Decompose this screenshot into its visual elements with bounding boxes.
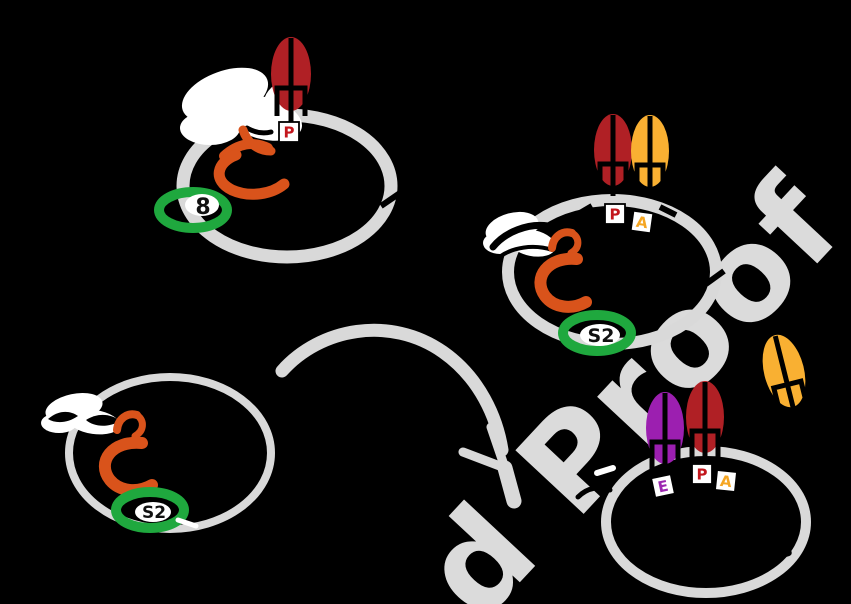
site-label-a: A <box>629 209 655 235</box>
domain-iv-label: IV <box>581 536 601 556</box>
complex-top-left: P 8 <box>154 37 402 264</box>
complex-bottom-right: E P A IV 3′ <box>575 334 811 598</box>
svg-text:P: P <box>284 124 295 142</box>
factor-cloud-icon <box>41 393 120 435</box>
complex-bottom-left: S2 <box>41 373 275 533</box>
marker-label: S2 <box>588 325 615 347</box>
trna-a-site-icon <box>631 115 669 197</box>
svg-text:P: P <box>610 206 621 224</box>
outline-notch <box>704 268 726 287</box>
marker-label: S2 <box>142 503 166 523</box>
ires-icon <box>534 228 592 313</box>
cloud-squiggle <box>489 221 552 251</box>
svg-text:P: P <box>697 466 708 484</box>
highlight-dash <box>594 465 616 476</box>
site-label-p: P <box>604 203 626 225</box>
transition-arrow <box>275 323 522 509</box>
highlight-dash <box>175 517 199 529</box>
outline-notch <box>778 521 800 543</box>
trna-p-site-icon <box>686 381 724 463</box>
marker-label: 8 <box>195 195 210 220</box>
trna-p-site-icon <box>271 37 311 122</box>
site-label-p: P <box>691 463 713 485</box>
cloud-squiggle <box>48 411 78 423</box>
svg-text:A: A <box>635 213 649 232</box>
svg-text:A: A <box>719 472 733 491</box>
outline-notch <box>379 190 402 209</box>
ribosome-outline <box>502 194 722 350</box>
site-label-p: P <box>278 121 300 143</box>
cloud-squiggle <box>244 125 274 136</box>
marker-ring: 8 <box>154 187 232 233</box>
cloud-squiggle <box>86 414 120 426</box>
mrna-squiggle <box>593 476 610 489</box>
three-prime-label: 3′ <box>779 540 799 563</box>
mrna-end-tick <box>752 425 769 445</box>
arrowhead <box>497 460 522 509</box>
site-label-a: A <box>714 469 738 493</box>
cloud-squiggle <box>496 244 554 260</box>
complex-top-right: P A S2 <box>483 114 726 356</box>
site-label-e: E <box>650 473 676 499</box>
marker-ring: S2 <box>558 310 636 356</box>
svg-text:E: E <box>656 477 670 497</box>
marker-ring: S2 <box>111 487 189 533</box>
outline-cleft <box>573 203 678 219</box>
trna-incoming-icon <box>762 334 811 419</box>
ires-icon <box>213 125 290 200</box>
trna-e-site-icon <box>646 392 684 474</box>
trna-p-site-icon <box>594 114 632 196</box>
